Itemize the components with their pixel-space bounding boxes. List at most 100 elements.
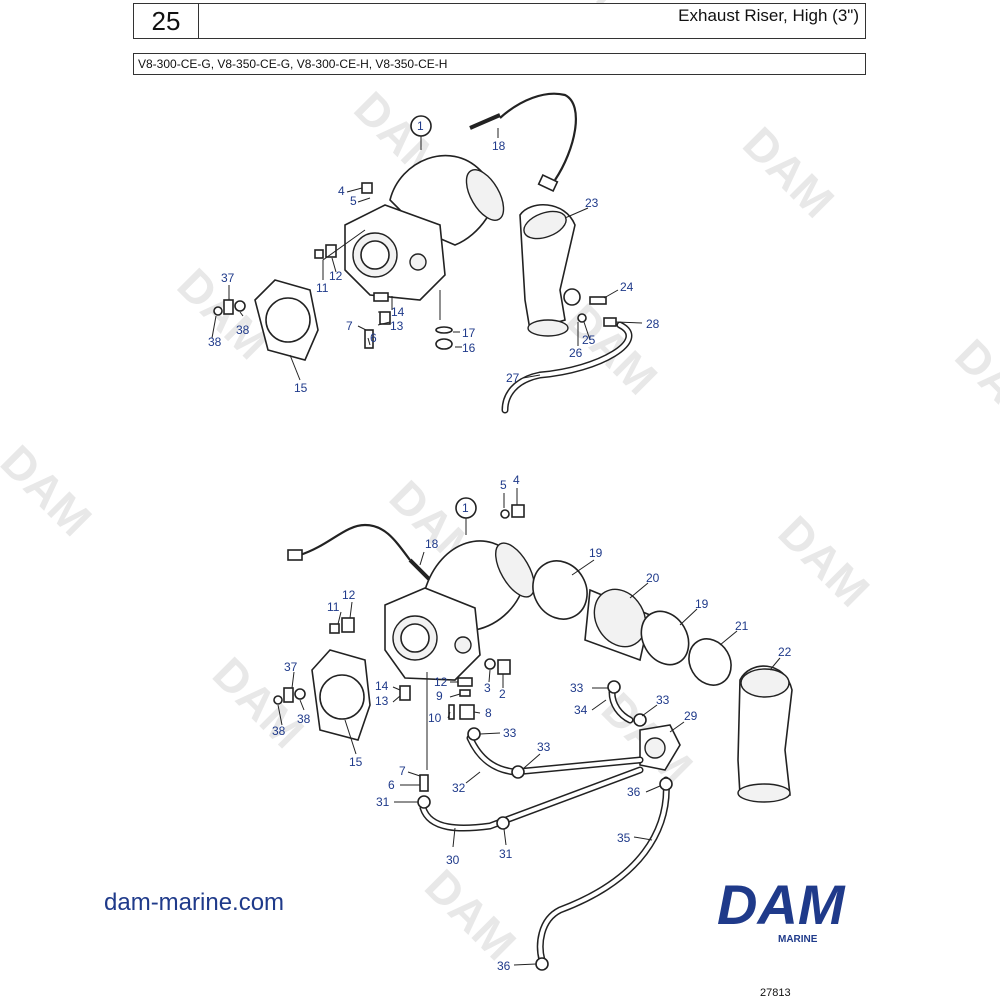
leader-line — [633, 836, 653, 841]
plug — [511, 504, 525, 518]
washer — [234, 300, 246, 312]
gasket-opening — [265, 297, 311, 343]
pipe-inlet — [740, 668, 790, 698]
washer — [294, 688, 306, 700]
callout-label: 22 — [778, 645, 792, 659]
callout-label: 15 — [349, 755, 363, 769]
callout-label: 26 — [569, 346, 583, 360]
dam-logo: DAM — [717, 878, 846, 936]
hose-clamp — [688, 638, 732, 686]
hose-clamp — [607, 680, 621, 694]
top-assembly — [211, 92, 643, 414]
callout-label: 20 — [646, 571, 660, 585]
leader-line — [629, 582, 649, 599]
model-list: V8-300-CE-G, V8-350-CE-G, V8-300-CE-H, V… — [138, 57, 448, 71]
callout-label: 19 — [589, 546, 603, 560]
logo-subtitle: MARINE — [778, 934, 818, 945]
leader-line — [289, 354, 301, 381]
callout-label: 33 — [570, 681, 584, 695]
hose-clamp — [640, 610, 690, 666]
top-callouts: 1 4 5 18 23 11 12 37 38 38 14 7 13 6 17 … — [208, 119, 660, 395]
callout-label: 9 — [436, 689, 443, 703]
callout-label: 5 — [500, 478, 507, 492]
screw — [448, 704, 455, 720]
fitting — [223, 299, 234, 315]
leader-line — [400, 771, 421, 786]
sensor-cable — [499, 92, 577, 181]
callout-label: 15 — [294, 381, 308, 395]
logo-text: DAM — [717, 878, 846, 936]
drain-screw — [419, 774, 429, 792]
callout-label: 38 — [236, 323, 250, 337]
callout-label: 35 — [617, 831, 631, 845]
riser-outlet — [495, 542, 535, 598]
hose-inner — [468, 736, 642, 775]
leader-line — [344, 719, 357, 755]
callout-label: 38 — [208, 335, 222, 349]
sensor-body — [408, 558, 432, 582]
sensor-body — [469, 113, 501, 130]
pipe-outlet — [527, 319, 569, 337]
hose-clamp — [633, 713, 647, 727]
leader-line — [377, 321, 391, 326]
leader-line — [583, 321, 591, 341]
hose-inner — [538, 778, 669, 962]
washer — [484, 658, 496, 670]
leader-line — [513, 963, 537, 966]
hose — [536, 776, 670, 964]
leader-line — [391, 290, 441, 320]
callout-label: 13 — [375, 694, 389, 708]
leader-line — [522, 374, 541, 379]
o-ring — [435, 326, 453, 334]
hose-clamp — [467, 727, 481, 741]
leader-line — [357, 197, 371, 203]
fitting — [563, 288, 581, 306]
leader-line — [239, 311, 244, 317]
header-title-box: 25 Exhaust Riser, High (3") — [133, 3, 866, 39]
callout-circle — [410, 115, 432, 137]
website-link[interactable]: dam-marine.com — [104, 889, 285, 916]
callout-label: 12 — [434, 675, 448, 689]
leader-line — [645, 785, 661, 793]
leader-line — [571, 559, 595, 576]
callout-label: 12 — [342, 588, 356, 602]
sensor-connector — [287, 549, 303, 561]
callout-label: 34 — [574, 703, 588, 717]
plug — [435, 338, 453, 350]
callout-label: 10 — [428, 711, 442, 725]
washer — [500, 509, 510, 519]
plug — [314, 249, 324, 259]
callout-label: 11 — [327, 600, 340, 614]
callout-label: 5 — [350, 194, 357, 208]
plug — [325, 244, 337, 258]
callout-label: 6 — [388, 778, 395, 792]
sensor-connector — [537, 174, 559, 192]
fitting — [589, 296, 607, 305]
leader-line — [669, 721, 685, 733]
leader-line — [719, 630, 738, 646]
leader-line — [346, 187, 363, 193]
leader-line — [331, 257, 337, 273]
callout-label: 4 — [338, 184, 345, 198]
callout-label: 31 — [499, 847, 513, 861]
leader-line — [591, 699, 607, 711]
leader-line — [615, 321, 643, 324]
callout-label: 7 — [399, 764, 406, 778]
callout-label: 1 — [462, 501, 469, 515]
callout-label: 37 — [284, 660, 298, 674]
callout-label: 31 — [376, 795, 390, 809]
callout-label: 11 — [316, 281, 329, 295]
leader-line — [564, 207, 589, 219]
leader-line — [211, 315, 217, 339]
leader-line — [479, 732, 501, 735]
drain-port — [454, 636, 472, 654]
leader-line — [452, 827, 456, 848]
callout-label: 12 — [329, 269, 343, 283]
hose-clamp — [511, 765, 525, 779]
callout-label: 13 — [390, 319, 404, 333]
hose-inner — [421, 768, 642, 831]
callout-label: 2 — [499, 687, 506, 701]
callout-label: 24 — [620, 280, 634, 294]
fitting — [459, 704, 475, 720]
callout-label: 19 — [695, 597, 709, 611]
